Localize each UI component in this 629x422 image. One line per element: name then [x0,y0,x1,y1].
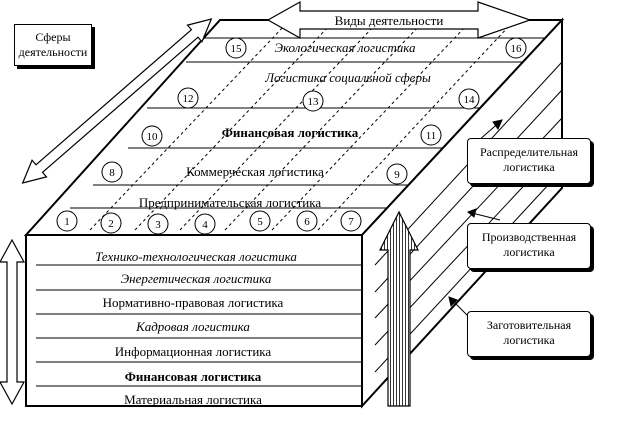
circle-15: 15 [225,37,247,59]
layer-legal: Нормативно-правовая логистика [103,295,284,310]
svg-text:11: 11 [426,130,437,142]
layer-energy: Энергетическая логистика [121,271,272,286]
circle-3: 3 [147,213,169,235]
cube-front-face [25,234,363,407]
svg-text:1: 1 [64,216,70,228]
circle-12: 12 [177,87,199,109]
numbered-circles: 1 2 3 4 5 6 7 8 9 10 11 12 13 14 15 16 [56,37,527,235]
circle-14: 14 [458,88,480,110]
spheres-label: Сферы деятельности [18,30,88,59]
spheres-diagonal-arrow [21,18,213,184]
layer-ecological: Экологическая логистика [274,40,416,55]
activities-double-arrow [266,0,532,40]
circle-6: 6 [296,210,318,232]
svg-text:9: 9 [394,169,400,181]
circle-2: 2 [100,212,122,234]
svg-text:13: 13 [308,96,320,108]
svg-text:3: 3 [155,219,161,231]
circle-16: 16 [505,37,527,59]
svg-text:14: 14 [464,94,476,106]
circle-8: 8 [101,161,123,183]
distribution-box: Распределительная логистика [467,138,591,184]
front-vertical-double-arrow [0,238,26,406]
svg-text:8: 8 [109,167,115,179]
svg-text:2: 2 [108,218,114,230]
top-face-dashed-diagonals [89,24,511,231]
procurement-box: Заготовительная логистика [467,311,591,357]
spheres-box: Сферы деятельности [14,24,92,66]
layer-financial-front: Финансовая логистика [125,369,262,384]
svg-text:5: 5 [257,216,263,228]
circle-10: 10 [141,125,163,147]
activities-label: Виды деятельности [335,13,444,28]
layer-social: Логистика социальной сферы [264,70,431,85]
svg-text:16: 16 [511,43,523,55]
layer-material: Материальная логистика [124,392,262,407]
circle-4: 4 [194,213,216,235]
circle-5: 5 [249,210,271,232]
circle-13: 13 [302,90,324,112]
production-box: Производственная логистика [467,223,591,269]
svg-text:12: 12 [183,93,194,105]
upward-arrow [379,210,419,407]
circle-11: 11 [420,124,442,146]
distribution-label: Распределительная логистика [479,145,579,174]
layer-commercial: Коммерческая логистика [186,164,324,179]
procurement-label: Заготовительная логистика [486,318,572,347]
layer-entrepreneurial: Предпринимательская логистика [139,195,322,210]
circle-9: 9 [386,163,408,185]
layer-technical: Технико-технологическая логистика [95,249,297,264]
layer-information: Информационная логистика [115,344,272,359]
production-label: Производственная логистика [481,230,577,259]
svg-text:6: 6 [304,216,310,228]
front-face-dividers [36,264,362,387]
svg-text:7: 7 [348,216,354,228]
svg-text:15: 15 [231,43,243,55]
layer-financial-top: Финансовая логистика [222,125,359,140]
svg-text:4: 4 [202,219,208,231]
callout-pointers [448,119,503,319]
svg-text:10: 10 [147,131,159,143]
circle-1: 1 [56,210,78,232]
circle-7: 7 [340,210,362,232]
layer-personnel: Кадровая логистика [135,319,250,334]
